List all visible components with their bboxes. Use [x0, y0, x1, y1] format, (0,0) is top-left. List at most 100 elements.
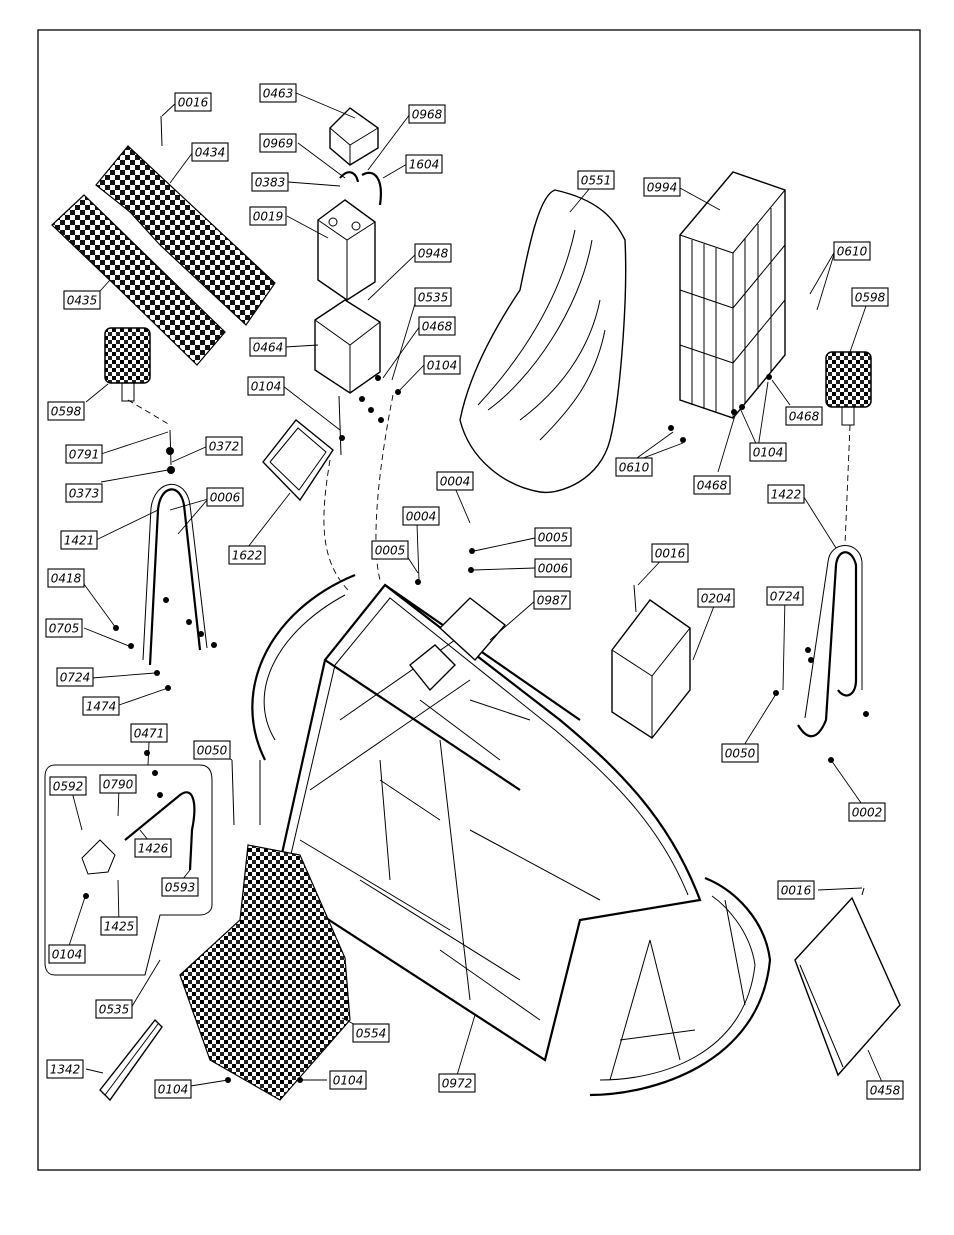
bolt-0471-a: [231, 759, 235, 826]
callout-text: 0204: [701, 592, 732, 606]
callout-0434: 0434: [191, 142, 229, 162]
callout-1425: 1425: [100, 916, 138, 936]
callout-text: 0002: [852, 806, 883, 820]
callout-text: 0434: [195, 146, 226, 160]
callout-text: 0372: [209, 440, 240, 454]
callout-0104: 0104: [48, 944, 86, 964]
callout-text: 0592: [53, 780, 84, 794]
callout-text: 0006: [210, 491, 241, 505]
callout-text: 0468: [422, 320, 453, 334]
callout-0004: 0004: [436, 471, 474, 491]
callout-text: 0994: [647, 181, 678, 195]
mat-0434: [95, 145, 276, 326]
roll-bar-left: [142, 429, 208, 666]
callout-text: 0004: [406, 510, 437, 524]
box: [611, 599, 691, 739]
callout-text: 0705: [49, 622, 80, 636]
callout-text: 0790: [103, 778, 134, 792]
callout-0724: 0724: [766, 586, 804, 606]
callout-0016: 0016: [174, 92, 212, 112]
drawing-frame: [37, 29, 921, 1171]
inset-assembly: [44, 764, 213, 976]
callout-text: 0554: [356, 1027, 387, 1041]
callout-text: 1426: [138, 842, 169, 856]
callout-0705: 0705: [45, 618, 83, 638]
callout-text: 0104: [52, 948, 83, 962]
callout-text: 0016: [178, 96, 209, 110]
callout-text: 0468: [697, 479, 728, 493]
callout-0463: 0463: [259, 83, 297, 103]
callout-text: 0006: [538, 562, 569, 576]
callout-0006: 0006: [206, 487, 244, 507]
callout-0104: 0104: [423, 355, 461, 375]
callout-0535: 0535: [414, 287, 452, 307]
callout-0016: 0016: [777, 880, 815, 900]
callout-0418: 0418: [47, 568, 85, 588]
callout-0104: 0104: [247, 376, 285, 396]
callout-text: 0610: [837, 245, 868, 259]
callout-text: 0005: [538, 531, 569, 545]
callout-text: 0972: [442, 1077, 473, 1091]
bolt-0016-left: [160, 115, 163, 147]
callout-0471: 0471: [130, 723, 168, 743]
callout-text: 0004: [440, 475, 471, 489]
callout-0016: 0016: [651, 543, 689, 563]
battery-cover: [329, 107, 379, 166]
callout-0050: 0050: [193, 740, 231, 760]
panel: [794, 896, 901, 1077]
callout-0435: 0435: [63, 290, 101, 310]
cable-0383: [339, 171, 360, 183]
callout-text: 0019: [253, 210, 284, 224]
callout-1421: 1421: [60, 530, 98, 550]
callout-0468: 0468: [418, 316, 456, 336]
callout-text: 1622: [232, 549, 263, 563]
callout-text: 0104: [427, 359, 458, 373]
callout-text: 0987: [537, 594, 568, 608]
callout-text: 1425: [104, 920, 135, 934]
callout-text: 0598: [51, 405, 82, 419]
callout-0535: 0535: [95, 999, 133, 1019]
light-right: [825, 351, 872, 426]
callout-text: 0383: [255, 176, 286, 190]
callout-text: 0551: [581, 174, 612, 188]
callout-0610: 0610: [833, 241, 871, 261]
battery-box: [314, 299, 381, 394]
callout-text: 0969: [263, 137, 294, 151]
callout-0050: 0050: [721, 743, 759, 763]
callout-text: 0724: [770, 590, 801, 604]
callout-0006: 0006: [534, 558, 572, 578]
callout-0005: 0005: [371, 540, 409, 560]
callout-text: 1474: [86, 700, 117, 714]
callout-0593: 0593: [161, 877, 199, 897]
callout-0554: 0554: [352, 1023, 390, 1043]
callout-0383: 0383: [251, 172, 289, 192]
callout-0791: 0791: [65, 444, 103, 464]
callout-text: 0050: [725, 747, 756, 761]
cable-1604: [361, 171, 382, 206]
callout-0373: 0373: [65, 483, 103, 503]
callout-0458: 0458: [866, 1080, 904, 1100]
callout-1622: 1622: [228, 545, 266, 565]
callout-text: 0948: [418, 247, 449, 261]
callout-text: 0104: [158, 1083, 189, 1097]
callout-0019: 0019: [249, 206, 287, 226]
callout-text: 0463: [263, 87, 294, 101]
callout-1422: 1422: [767, 484, 805, 504]
plate: [409, 597, 507, 692]
callout-0598: 0598: [851, 287, 889, 307]
callout-text: 0104: [753, 446, 784, 460]
cable-route: [323, 459, 349, 591]
callout-0972: 0972: [438, 1073, 476, 1093]
callout-text: 0005: [375, 544, 406, 558]
bolt-0104: [338, 395, 342, 456]
light-right-axis: [844, 424, 851, 546]
callout-text: 0435: [67, 294, 98, 308]
callout-text: 0464: [253, 341, 284, 355]
roll-bar-right: [797, 545, 863, 738]
callout-text: 0593: [165, 881, 196, 895]
callout-text: 0535: [99, 1003, 130, 1017]
callout-0592: 0592: [49, 776, 87, 796]
callout-0002: 0002: [848, 802, 886, 822]
callout-1474: 1474: [82, 696, 120, 716]
